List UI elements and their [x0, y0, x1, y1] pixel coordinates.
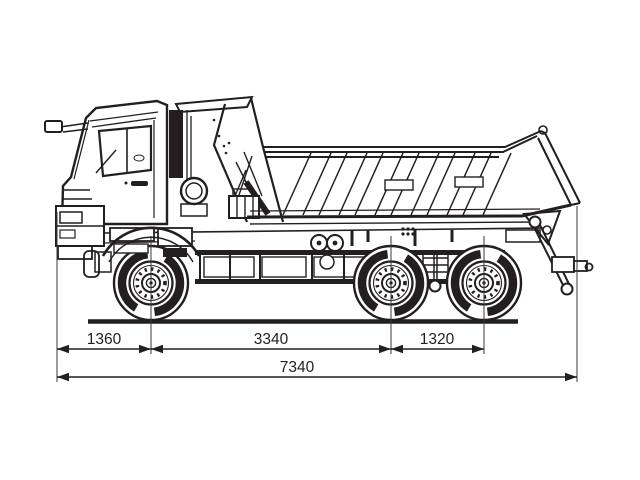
truck-cab	[44, 99, 201, 278]
cab-side-window	[97, 124, 153, 178]
door-badge	[133, 154, 145, 162]
dimension-label-rear-bogie-spacing: 1320	[420, 331, 455, 348]
air-intake	[169, 110, 183, 178]
air-tanks	[310, 234, 344, 270]
dimension-row-overall: 7340	[57, 359, 577, 382]
bed-rear-edge	[537, 125, 581, 206]
frame-bolt-dots	[401, 227, 415, 236]
tow-hook	[551, 256, 594, 273]
hydraulic-tank	[179, 176, 209, 206]
front-bumper	[55, 205, 105, 278]
dimension-row-axles: 1360 3340 1320	[57, 331, 484, 354]
bed-bottom-rail	[246, 203, 572, 219]
extension-lines	[56, 206, 578, 382]
windshield-wiper	[95, 149, 117, 174]
door-handle	[131, 181, 148, 186]
dimension-system: 1360 3340 1320 7340	[56, 206, 578, 382]
dimension-label-front-overhang: 1360	[87, 331, 122, 348]
dimension-label-overall-length: 7340	[280, 359, 315, 376]
hoist-cylinder	[228, 151, 271, 219]
chassis-frame	[94, 227, 549, 293]
bed-top-rail	[263, 130, 542, 158]
behind-cab-equipment	[169, 110, 209, 217]
front-fender	[101, 226, 201, 257]
battery-box	[157, 227, 193, 247]
headlamp	[59, 211, 83, 224]
bed-canopy	[174, 95, 254, 114]
rear-latch-mechanism	[522, 209, 594, 296]
side-mirror	[44, 120, 89, 133]
dimension-label-wheelbase: 3340	[254, 331, 289, 348]
dump-bed	[174, 95, 581, 225]
